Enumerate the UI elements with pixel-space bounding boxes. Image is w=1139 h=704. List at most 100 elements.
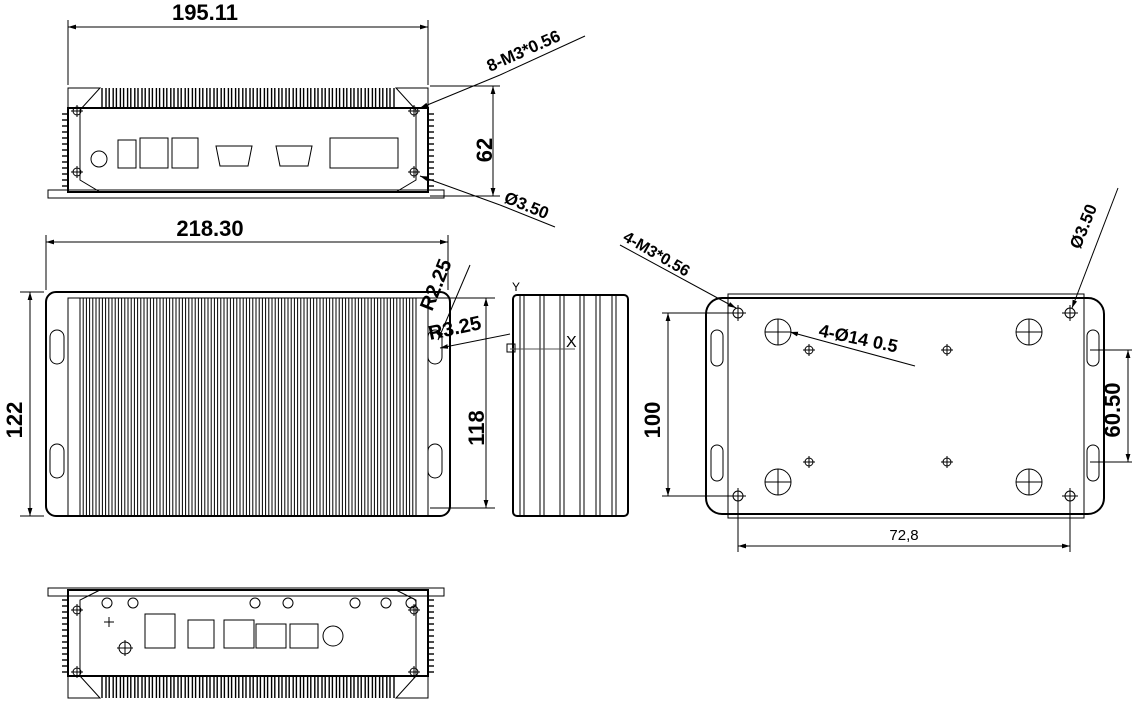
axis-x-label: X	[566, 334, 577, 351]
fin-line	[259, 88, 266, 108]
fin-line	[216, 88, 222, 108]
mount-slot-icon	[1086, 444, 1100, 482]
fin-line	[122, 676, 129, 698]
fin-line	[382, 676, 388, 698]
fin-line	[331, 676, 338, 698]
axis-y-label: Y	[512, 280, 520, 294]
dc-in-icon	[322, 625, 344, 647]
dim-height-main: 122	[2, 402, 27, 439]
dim-top-width: 195.11	[172, 0, 238, 25]
lan-port-icon	[255, 623, 287, 649]
fin-line	[317, 88, 323, 108]
usb-port-icon	[139, 137, 169, 169]
mount-slot-icon	[710, 444, 724, 482]
fin-line	[302, 676, 309, 698]
fin-line	[108, 88, 114, 108]
fin-line	[353, 88, 359, 108]
lan-port-icon	[289, 623, 319, 649]
serial-port-icon	[275, 145, 313, 167]
fin-line	[259, 676, 266, 698]
led-icon	[405, 597, 417, 609]
fin-line	[288, 676, 294, 698]
fin-line	[194, 88, 201, 108]
fin-line	[230, 676, 237, 698]
fin-line	[367, 88, 374, 108]
fin-line	[151, 676, 158, 698]
power-button-icon	[90, 150, 108, 168]
dim-bottom-screw: 4-M3*0.56	[620, 229, 693, 281]
screw-icon	[71, 666, 83, 678]
fin-line	[187, 676, 194, 698]
fin-line	[180, 676, 186, 698]
fin-line	[223, 676, 230, 698]
dim-height-inner: 118	[464, 410, 489, 446]
usb-port-icon	[171, 137, 199, 169]
screw-icon	[408, 604, 420, 616]
heatsink-fins-main	[79, 298, 417, 516]
screw-icon	[803, 456, 815, 468]
fin-line	[238, 88, 244, 108]
screw-icon	[408, 666, 420, 678]
foot-hole-icon	[764, 468, 792, 496]
side-view: Y X	[506, 280, 629, 517]
fin-line	[187, 88, 194, 108]
screw-icon	[71, 105, 83, 117]
side-fins-right	[428, 599, 434, 673]
led-icon	[349, 597, 361, 609]
fin-line	[374, 676, 381, 698]
side-fins-left	[62, 599, 68, 673]
hdmi-port-icon	[329, 137, 399, 169]
dim-bottom-holes: 4-Ø14 0.5	[817, 320, 899, 356]
fin-line	[346, 88, 352, 108]
rear-view-bottom	[47, 587, 445, 699]
mount-slot-icon	[427, 443, 443, 479]
side-fins-left	[62, 113, 68, 187]
fin-line	[295, 676, 302, 698]
fin-line	[108, 676, 114, 698]
fin-line	[295, 88, 302, 108]
fin-line	[266, 676, 273, 698]
fin-line	[101, 88, 107, 108]
top-view-main: 218.30 122 118 R2.25 R3.25	[2, 216, 511, 517]
fin-line	[338, 676, 345, 698]
fin-line	[115, 676, 122, 698]
fin-line	[173, 88, 179, 108]
audio-port-icon	[144, 613, 176, 649]
lan-port-icon	[223, 619, 255, 649]
fin-line	[166, 88, 172, 108]
fin-line	[281, 88, 287, 108]
fin-line	[346, 676, 352, 698]
fin-line	[310, 676, 316, 698]
fin-line	[122, 88, 129, 108]
led-icon	[127, 597, 139, 609]
mount-slot-icon	[49, 329, 65, 365]
screw-icon	[408, 166, 420, 178]
fin-line	[144, 88, 150, 108]
fin-line	[302, 88, 309, 108]
serial-port-icon	[215, 145, 253, 167]
dim-bottom-width: 72,8	[889, 527, 918, 544]
fin-line	[144, 676, 150, 698]
screw-icon	[803, 344, 815, 356]
front-view-top: 195.11 62 8-M3*0.56 Ø3.50	[47, 0, 586, 228]
screw-icon	[71, 604, 83, 616]
fin-line	[367, 676, 374, 698]
side-fins	[519, 295, 617, 516]
dim-bottom-hole-dia: Ø3.50	[1066, 201, 1101, 251]
led-icon	[282, 597, 294, 609]
dc-jack-icon	[117, 139, 137, 169]
screw-icon	[408, 105, 420, 117]
fin-line	[360, 676, 366, 698]
dim-radius-b: R3.25	[426, 312, 483, 345]
fin-line	[274, 88, 280, 108]
fin-line	[194, 676, 201, 698]
fin-line	[389, 88, 395, 108]
fin-line	[130, 88, 136, 108]
dim-front-height: 62	[472, 138, 497, 162]
fin-line	[238, 676, 244, 698]
led-icon	[101, 597, 113, 609]
fin-line	[115, 88, 122, 108]
fin-line	[151, 88, 158, 108]
screw-icon	[941, 344, 953, 356]
